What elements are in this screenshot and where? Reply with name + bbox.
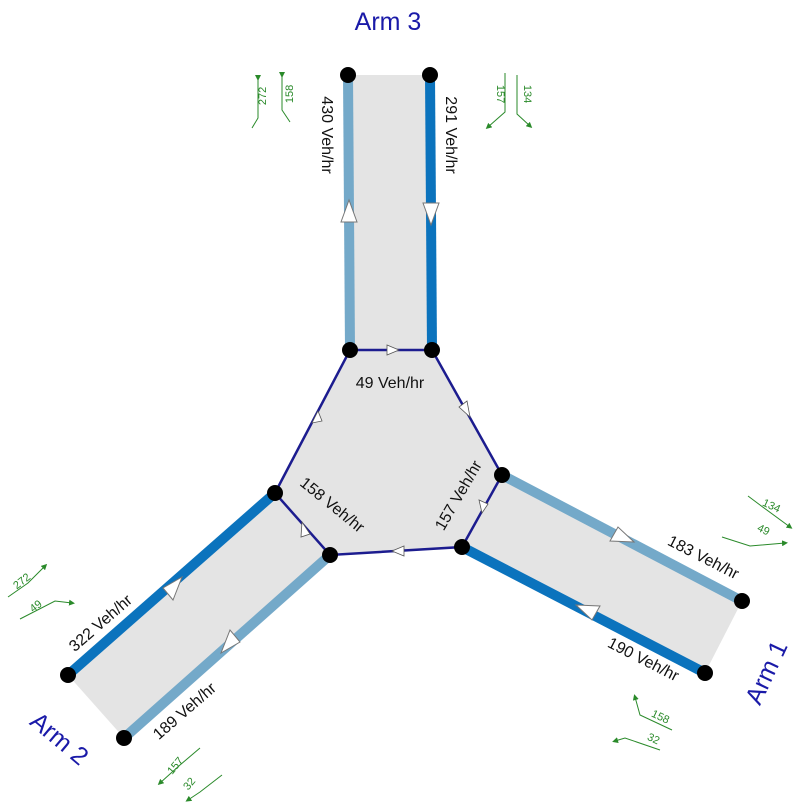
node: [454, 539, 470, 555]
node: [494, 467, 510, 483]
node: [422, 67, 438, 83]
arm1-road-region: [462, 475, 742, 673]
arm1-entry-turns: 158 32: [612, 694, 673, 751]
arm2-exit-turn-bottom: 32: [181, 776, 198, 793]
arm2-bottom-arrow: [220, 629, 241, 655]
arm3-road-region: [348, 75, 432, 350]
arm2-entry-turns: 272 49: [7, 563, 75, 620]
arm2-entry-turn-bottom: 49: [28, 598, 45, 615]
ring-arrow-top: [386, 344, 401, 356]
arm3-right-flow: 291 Veh/hr: [442, 96, 459, 174]
ring-arrow-lower-left: [300, 520, 311, 538]
arm3-exit-turns: 157 134: [485, 73, 533, 129]
arm2-road-region: [68, 493, 330, 738]
ring-arrow-bottom: [390, 545, 405, 557]
node: [267, 485, 283, 501]
node: [697, 665, 713, 681]
node: [322, 547, 338, 563]
ring-arrow-left: [311, 410, 323, 424]
arm1-top-arrow: [609, 526, 636, 543]
arm1-bottom-arrow: [574, 604, 601, 621]
arm3-left-arrow: [340, 198, 358, 223]
arm3-entry-turns: 272 158: [251, 72, 296, 129]
node: [340, 67, 356, 83]
arm3-exit-turn-left: 157: [494, 85, 506, 103]
arm2-exit-turn-top: 157: [165, 755, 186, 777]
ring-arrow-right: [478, 499, 489, 514]
arm1-entry-turn-top: 158: [649, 708, 671, 727]
node: [734, 593, 750, 609]
arm3-left-flow: 430 Veh/hr: [318, 96, 335, 174]
arm1-exit-turn-bottom: 49: [755, 522, 771, 538]
arm3-exit-turn-right: 134: [521, 85, 533, 103]
arm2-label: Arm 2: [25, 707, 94, 771]
arm2-entry-turn-top: 272: [11, 571, 33, 592]
arm1-entry-turn-bottom: 32: [645, 731, 661, 747]
node: [342, 342, 358, 358]
arm3-label: Arm 3: [355, 8, 422, 36]
roundabout-region: [275, 350, 502, 555]
arm3-right-arrow: [422, 202, 440, 227]
arm1-label: Arm 1: [740, 636, 794, 708]
ring-arrow-upper-right: [458, 400, 471, 419]
node: [116, 730, 132, 746]
arm2-exit-turns: 157 32: [157, 747, 223, 802]
node: [424, 342, 440, 358]
arm1-exit-turn-top: 134: [760, 497, 782, 516]
arm1-exit-turns: 134 49: [721, 495, 793, 547]
ring-top-flow: 49 Veh/hr: [356, 375, 425, 392]
arm2-top-arrow: [162, 575, 183, 601]
arm3-entry-turn-left: 272: [257, 87, 269, 105]
arm3-entry-turn-right: 158: [284, 85, 296, 103]
node: [60, 667, 76, 683]
